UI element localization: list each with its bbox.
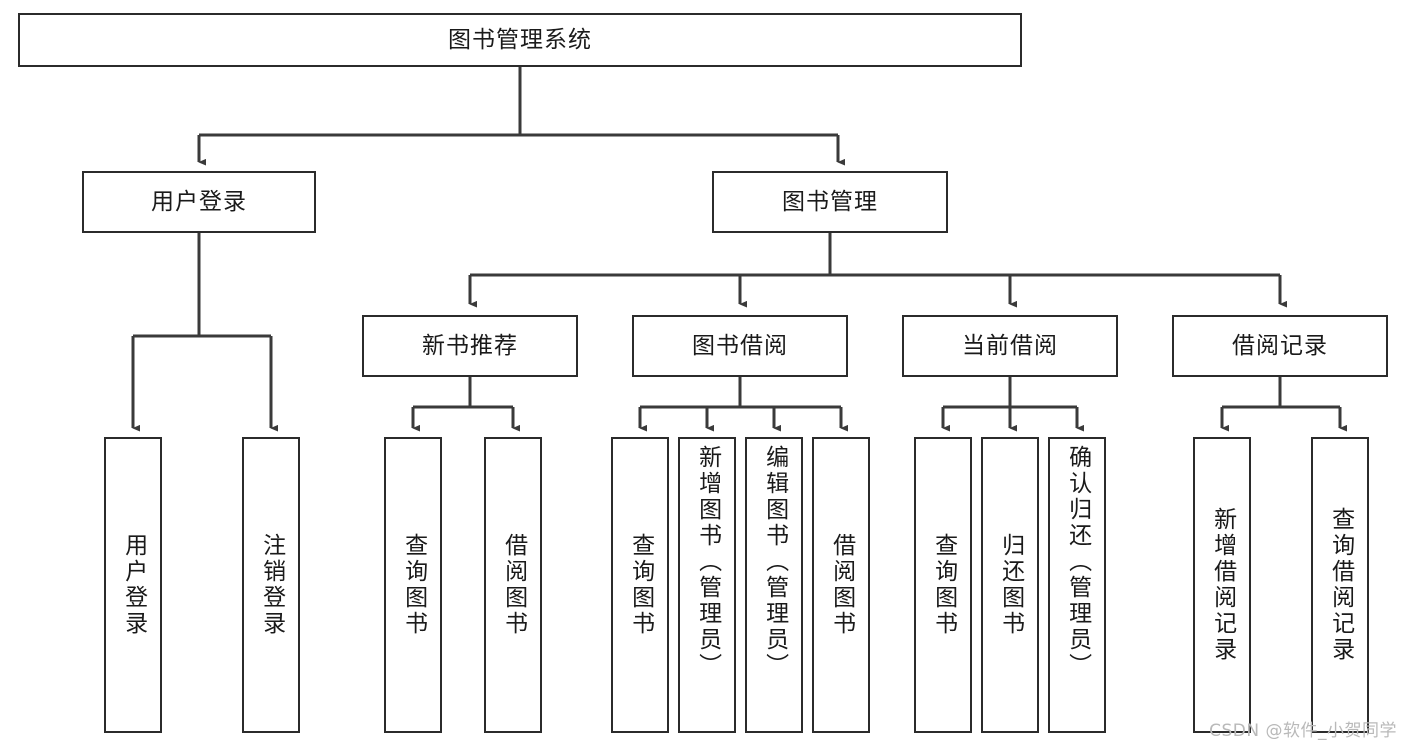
leaf-borrow-query-book[interactable]: 查询图书 — [611, 437, 669, 733]
node-book-management-label: 图书管理 — [782, 188, 878, 215]
leaf-user-login-signin[interactable]: 用户登录 — [104, 437, 162, 733]
leaf-current-return-book[interactable]: 归还图书 — [981, 437, 1039, 733]
leaf-records-query-record[interactable]: 查询借阅记录 — [1311, 437, 1369, 733]
leaf-borrow-add-book-admin-label: 新增图书（管理员） — [694, 445, 721, 679]
node-current-borrow[interactable]: 当前借阅 — [902, 315, 1118, 377]
leaf-borrow-edit-book-admin[interactable]: 编辑图书（管理员） — [745, 437, 803, 733]
node-book-borrow-label: 图书借阅 — [692, 332, 788, 359]
leaf-borrow-edit-book-admin-label: 编辑图书（管理员） — [761, 445, 788, 679]
leaf-current-confirm-return-admin-label: 确认归还（管理员） — [1064, 445, 1091, 679]
node-book-management[interactable]: 图书管理 — [712, 171, 948, 233]
leaf-recommend-borrow-book-label: 借阅图书 — [500, 533, 527, 637]
leaf-user-login-signout[interactable]: 注销登录 — [242, 437, 300, 733]
node-user-login-label: 用户登录 — [151, 188, 247, 215]
leaf-current-query-book-label: 查询图书 — [930, 533, 957, 637]
leaf-records-query-record-label: 查询借阅记录 — [1327, 507, 1354, 663]
node-borrow-records[interactable]: 借阅记录 — [1172, 315, 1388, 377]
node-book-borrow[interactable]: 图书借阅 — [632, 315, 848, 377]
leaf-current-query-book[interactable]: 查询图书 — [914, 437, 972, 733]
leaf-records-add-record-label: 新增借阅记录 — [1209, 507, 1236, 663]
leaf-current-return-book-label: 归还图书 — [997, 533, 1024, 637]
node-root-system-label: 图书管理系统 — [448, 26, 592, 53]
leaf-recommend-borrow-book[interactable]: 借阅图书 — [484, 437, 542, 733]
watermark: CSDN @软件_小贺同学 — [1209, 721, 1397, 741]
leaf-records-add-record[interactable]: 新增借阅记录 — [1193, 437, 1251, 733]
node-root-system[interactable]: 图书管理系统 — [18, 13, 1022, 67]
node-borrow-records-label: 借阅记录 — [1232, 332, 1328, 359]
leaf-recommend-query-book-label: 查询图书 — [400, 533, 427, 637]
leaf-borrow-query-book-label: 查询图书 — [627, 533, 654, 637]
node-new-book-recommend[interactable]: 新书推荐 — [362, 315, 578, 377]
node-new-book-recommend-label: 新书推荐 — [422, 332, 518, 359]
leaf-current-confirm-return-admin[interactable]: 确认归还（管理员） — [1048, 437, 1106, 733]
leaf-user-login-signout-label: 注销登录 — [258, 533, 285, 637]
leaf-recommend-query-book[interactable]: 查询图书 — [384, 437, 442, 733]
leaf-user-login-signin-label: 用户登录 — [120, 533, 147, 637]
leaf-borrow-borrow-book-label: 借阅图书 — [828, 533, 855, 637]
node-user-login[interactable]: 用户登录 — [82, 171, 316, 233]
leaf-borrow-add-book-admin[interactable]: 新增图书（管理员） — [678, 437, 736, 733]
leaf-borrow-borrow-book[interactable]: 借阅图书 — [812, 437, 870, 733]
node-current-borrow-label: 当前借阅 — [962, 332, 1058, 359]
